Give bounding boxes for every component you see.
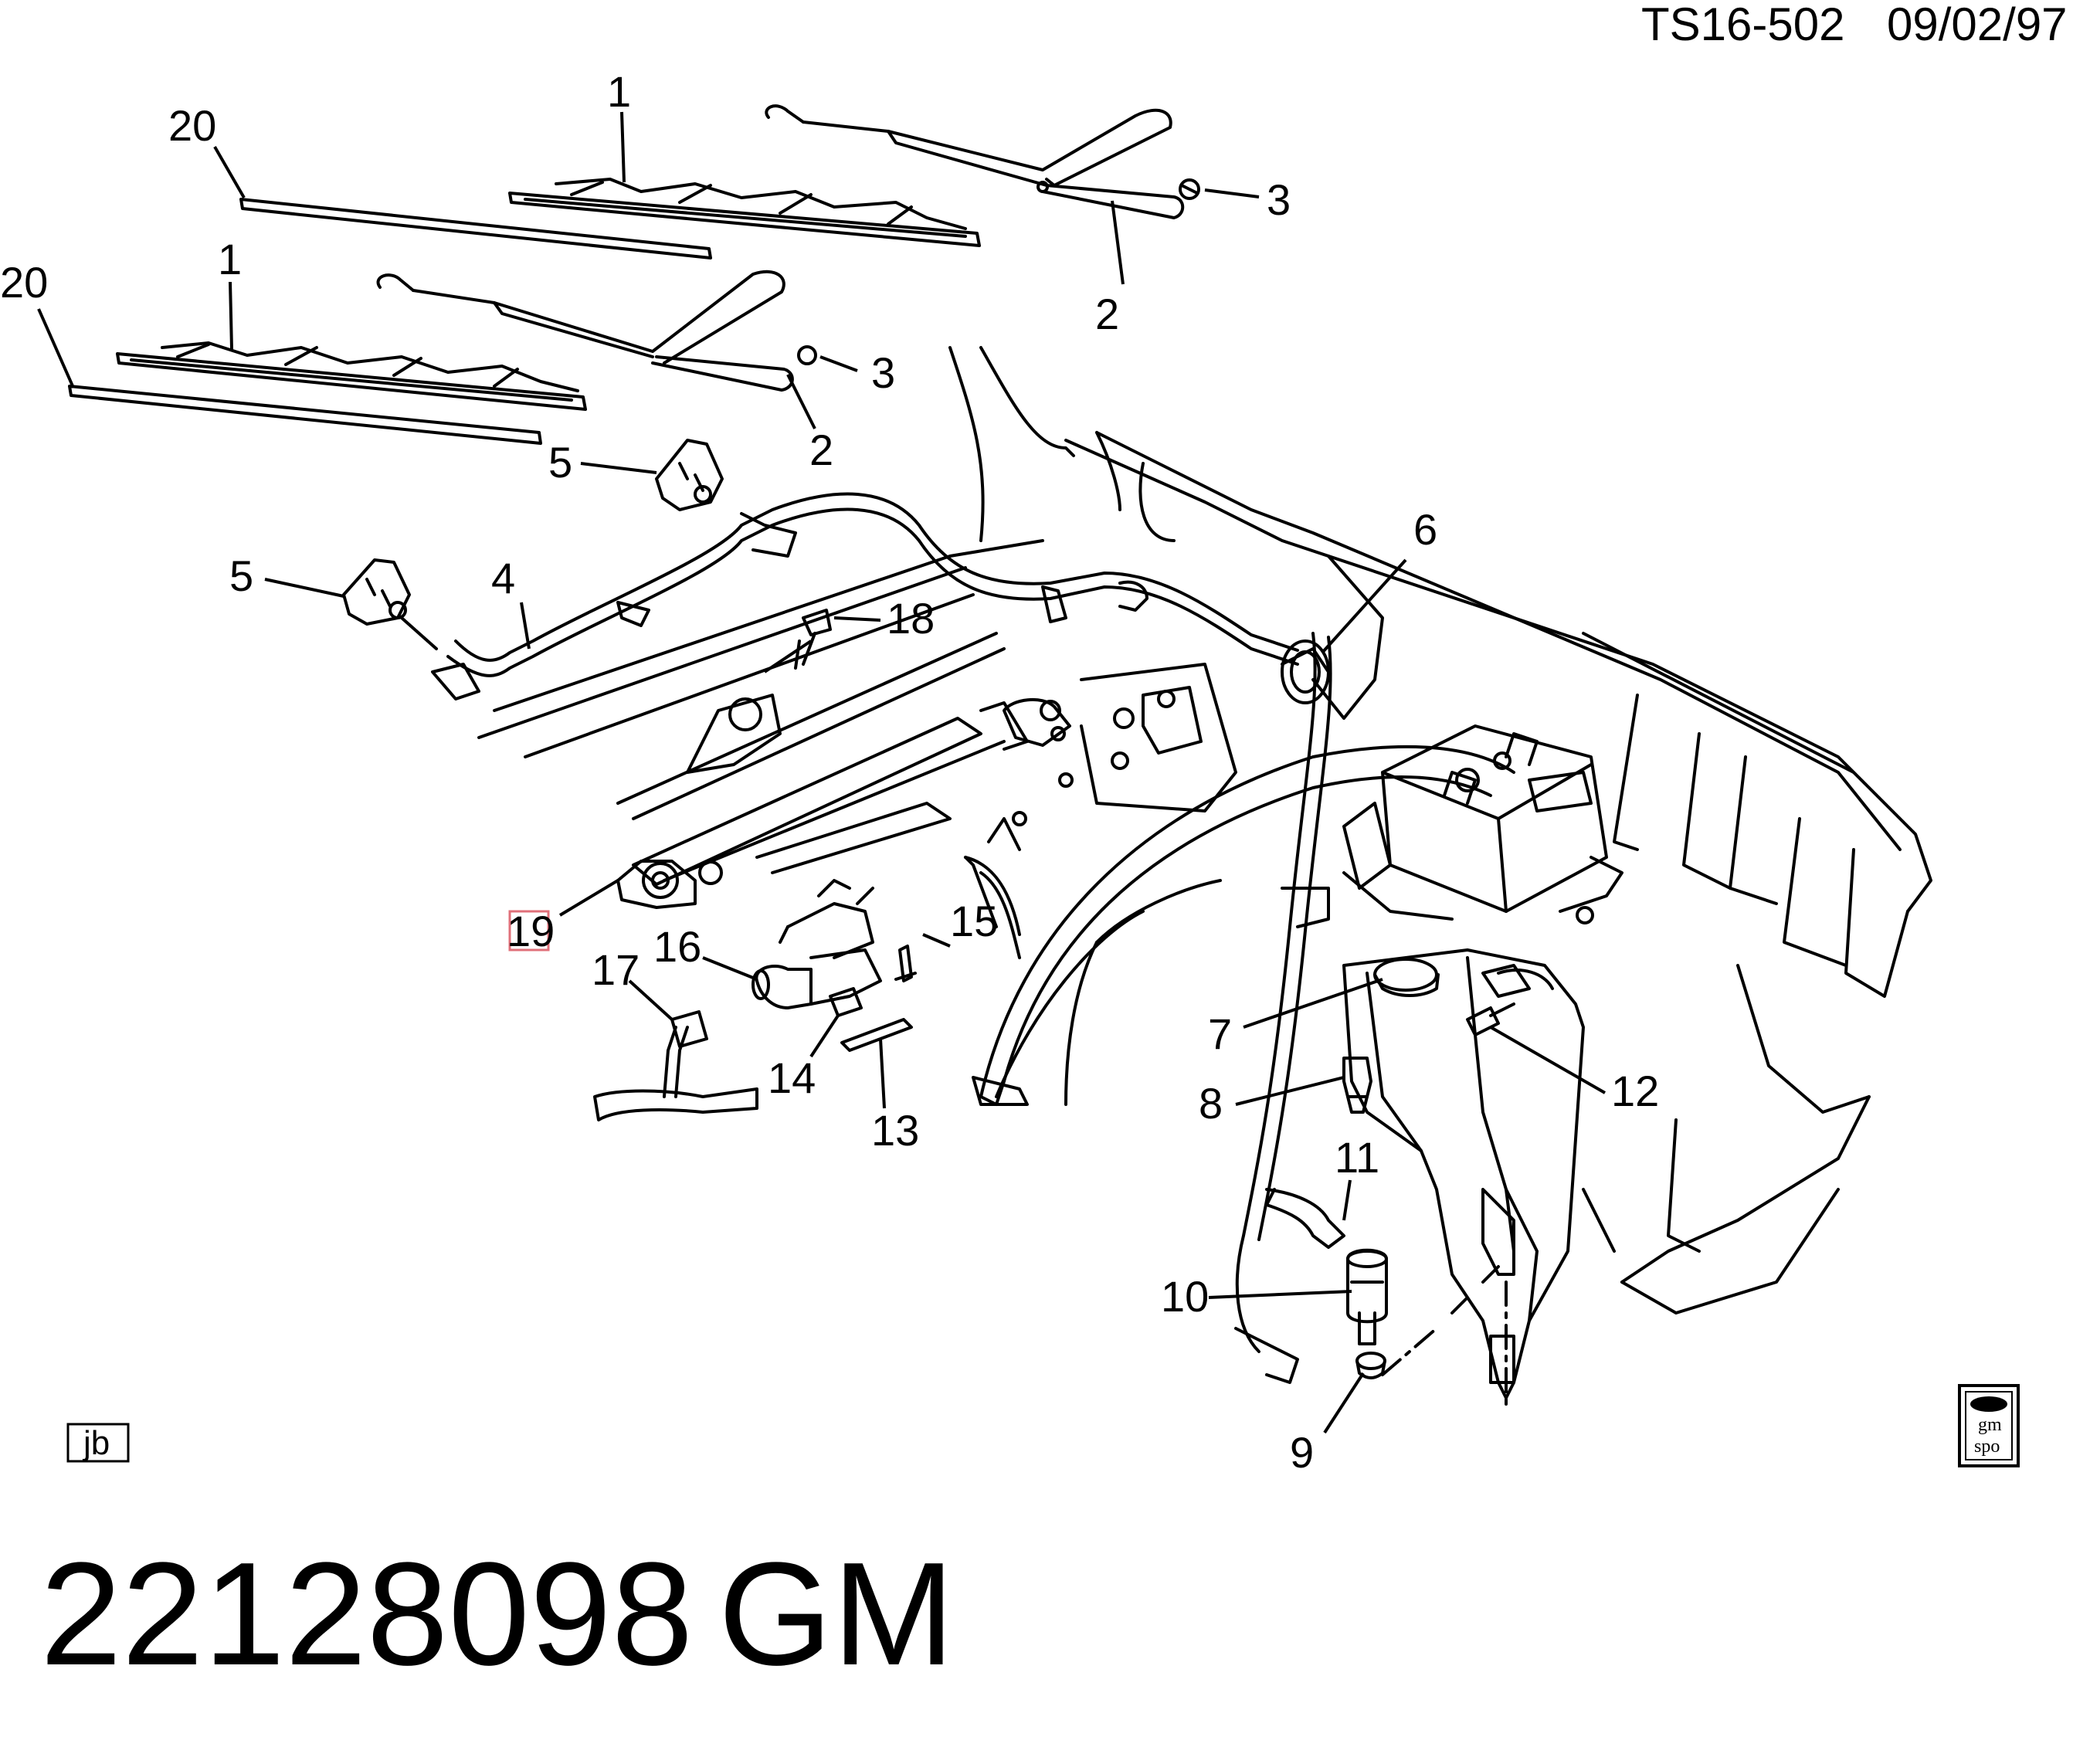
callout-9: 9 bbox=[1290, 1428, 1314, 1477]
wiper-motor bbox=[752, 879, 882, 1009]
hose-clip bbox=[1281, 639, 1330, 704]
blade-refill-lower bbox=[68, 385, 542, 445]
wiper-arm-lower bbox=[376, 270, 817, 392]
callout-15: 15 bbox=[950, 897, 998, 945]
callout-16: 16 bbox=[653, 922, 701, 971]
washer-nozzle-upper bbox=[655, 439, 724, 511]
callouts: 20 1 3 2 20 1 3 2 5 5 4 6 18 19 15 16 17… bbox=[0, 67, 1659, 1477]
artist-initials: jb bbox=[82, 1424, 110, 1462]
blade-refill-upper bbox=[239, 198, 712, 260]
wiper-pivot-upper bbox=[1003, 697, 1071, 747]
firewall-panel bbox=[987, 663, 1237, 851]
brand: GM bbox=[718, 1532, 955, 1696]
battery bbox=[1342, 724, 1623, 924]
callout-3-upper: 3 bbox=[1267, 175, 1291, 224]
callout-3-lower: 3 bbox=[871, 348, 895, 397]
reservoir-cap bbox=[1373, 958, 1440, 997]
callout-19-highlight bbox=[508, 910, 550, 952]
wiper-arm-upper bbox=[765, 104, 1200, 219]
callout-20-lower: 20 bbox=[0, 258, 48, 307]
cowl-panel bbox=[477, 539, 1044, 820]
wiper-blade-lower bbox=[116, 341, 587, 411]
line-art bbox=[68, 104, 1932, 1407]
leader-lines bbox=[37, 111, 1606, 1434]
callout-7: 7 bbox=[1208, 1009, 1232, 1058]
callout-14: 14 bbox=[768, 1053, 816, 1102]
washer-hose bbox=[446, 492, 1332, 1384]
wiper-harness bbox=[593, 1010, 758, 1121]
wiper-linkage bbox=[616, 701, 1029, 909]
washer-nozzle-lower bbox=[342, 558, 411, 626]
reservoir-bolt bbox=[1466, 1002, 1515, 1036]
vehicle-body bbox=[948, 346, 1932, 1315]
callout-13: 13 bbox=[871, 1106, 919, 1155]
level-sensor bbox=[1342, 1057, 1372, 1114]
callout-20-upper: 20 bbox=[168, 101, 216, 150]
callout-2-lower: 2 bbox=[809, 426, 833, 474]
callout-12: 12 bbox=[1611, 1067, 1659, 1115]
callout-5-upper: 5 bbox=[548, 438, 572, 487]
callout-11: 11 bbox=[1335, 1133, 1379, 1182]
wheelhouse bbox=[964, 745, 1515, 1106]
washer-reservoir bbox=[1342, 948, 1585, 1399]
wiper-blade-upper bbox=[508, 178, 981, 247]
drawing-date: 09/02/97 bbox=[1887, 0, 2068, 50]
cowl-bolt bbox=[794, 609, 832, 670]
callout-10: 10 bbox=[1161, 1272, 1209, 1321]
washer-pump bbox=[1346, 1248, 1388, 1345]
logo-line2: spo bbox=[1974, 1437, 2000, 1457]
part-number: 22128098 bbox=[40, 1532, 693, 1696]
logo-line1: gm bbox=[1978, 1415, 2002, 1435]
callout-6: 6 bbox=[1413, 505, 1437, 554]
callout-17: 17 bbox=[592, 945, 640, 994]
motor-connector bbox=[829, 987, 863, 1017]
motor-gasket bbox=[840, 1018, 913, 1052]
pump-connector bbox=[1265, 1188, 1345, 1249]
callout-1-upper: 1 bbox=[607, 67, 631, 116]
gm-spo-logo: gm spo bbox=[1958, 1384, 2020, 1467]
callout-8: 8 bbox=[1199, 1079, 1223, 1128]
callout-1-lower: 1 bbox=[218, 235, 242, 283]
callout-19: 19 bbox=[507, 907, 555, 955]
hose-elbow bbox=[400, 616, 480, 701]
motor-screw bbox=[894, 945, 917, 982]
artist-initials-box: jb bbox=[66, 1423, 130, 1463]
callout-4: 4 bbox=[491, 554, 515, 602]
callout-2-upper: 2 bbox=[1095, 290, 1119, 338]
callout-18: 18 bbox=[887, 594, 935, 643]
drawing-id: TS16-502 bbox=[1641, 0, 1845, 50]
callout-5-lower: 5 bbox=[229, 551, 253, 600]
fender-seal bbox=[964, 856, 998, 928]
pump-centerline bbox=[1381, 1265, 1500, 1376]
